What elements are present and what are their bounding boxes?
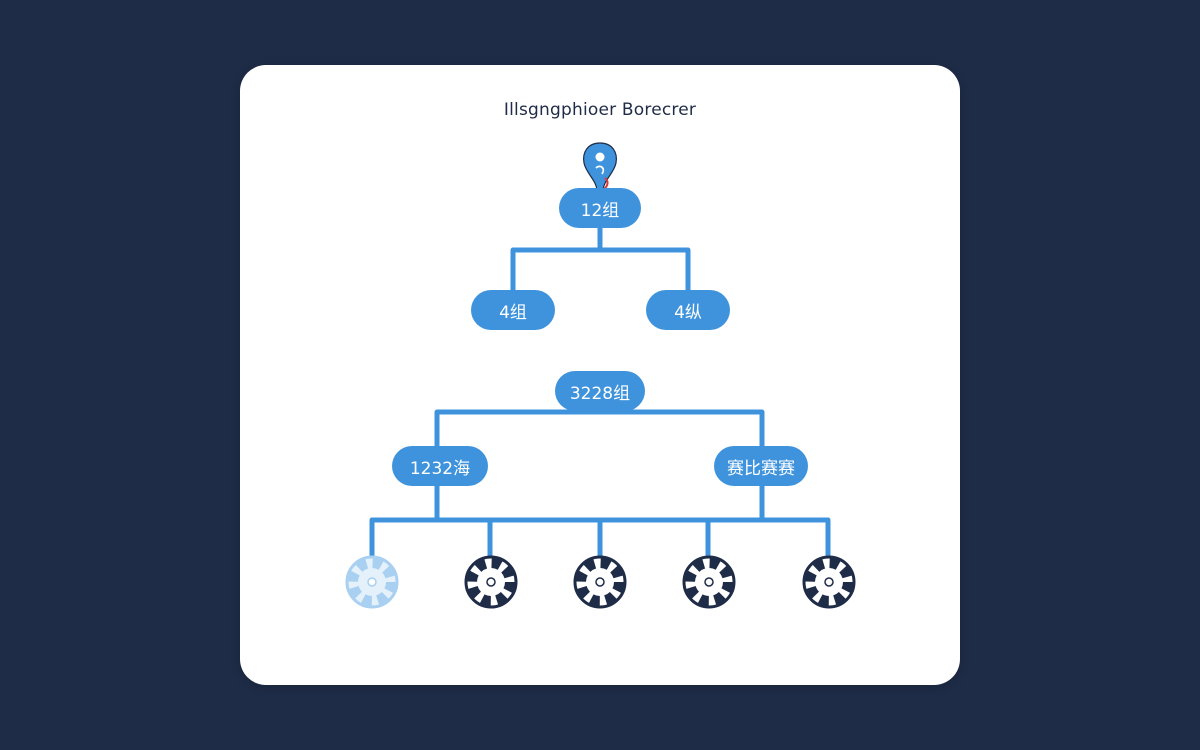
soccer-ball-icon [345,555,399,609]
level1-node-right: 4纵 [646,290,730,330]
connector-root [510,223,691,293]
diagram-title: Illsgngphioer Borecrer [503,100,697,120]
connector-mid [434,407,765,451]
level1-node-left: 4组 [471,290,555,330]
mid-node: 3228组 [555,371,645,411]
soccer-ball-icon [464,555,518,609]
connector-lines [369,223,831,559]
soccer-ball-icon [682,555,736,609]
root-node: 12组 [559,188,641,228]
trophy-icon [583,142,617,192]
soccer-balls [345,555,856,609]
soccer-ball-icon [802,555,856,609]
level2-node-left: 1232海 [392,446,488,486]
soccer-ball-icon [573,555,627,609]
connector-bottom [369,481,831,559]
level2-node-right: 赛比赛赛 [714,446,808,486]
